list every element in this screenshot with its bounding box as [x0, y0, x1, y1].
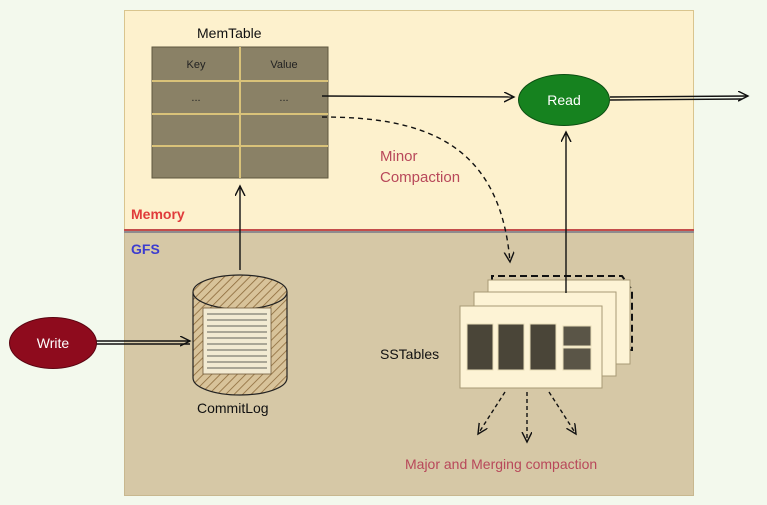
memtable-cell-value: ... [279, 92, 289, 104]
memtable-cell-key: ... [191, 92, 201, 104]
memtable-header-key: Key [186, 59, 206, 71]
minor-compaction-line-2: Compaction [380, 169, 461, 186]
minor-compaction-line-1: Minor [380, 148, 418, 165]
gfs-zone-label: GFS [131, 241, 160, 257]
sstables-stack [459, 275, 633, 389]
major-compaction-arrow-right [548, 391, 576, 434]
flow-arrows [96, 96, 748, 442]
commitlog-cylinder [192, 274, 288, 396]
major-compaction-arrow-left [478, 391, 506, 434]
read-node: Read [518, 74, 610, 126]
minor-compaction-label: Minor Compaction [380, 146, 460, 188]
memory-gfs-divider [124, 229, 694, 233]
read-output-arrow-double [609, 98, 743, 101]
memtable-title: MemTable [197, 25, 262, 41]
minor-compaction-arrow [321, 116, 510, 262]
memory-zone-label: Memory [131, 206, 185, 222]
read-label: Read [547, 92, 581, 108]
read-output-arrow [609, 96, 748, 97]
sstables-label: SSTables [380, 346, 440, 362]
write-label: Write [36, 335, 70, 351]
memtable-header-value: Value [270, 59, 298, 71]
write-node: Write [9, 317, 97, 369]
memtable-grid [151, 46, 329, 179]
memtable-to-read-arrow [321, 96, 514, 97]
commitlog-label: CommitLog [197, 400, 269, 416]
major-compaction-label: Major and Merging compaction [405, 456, 598, 472]
